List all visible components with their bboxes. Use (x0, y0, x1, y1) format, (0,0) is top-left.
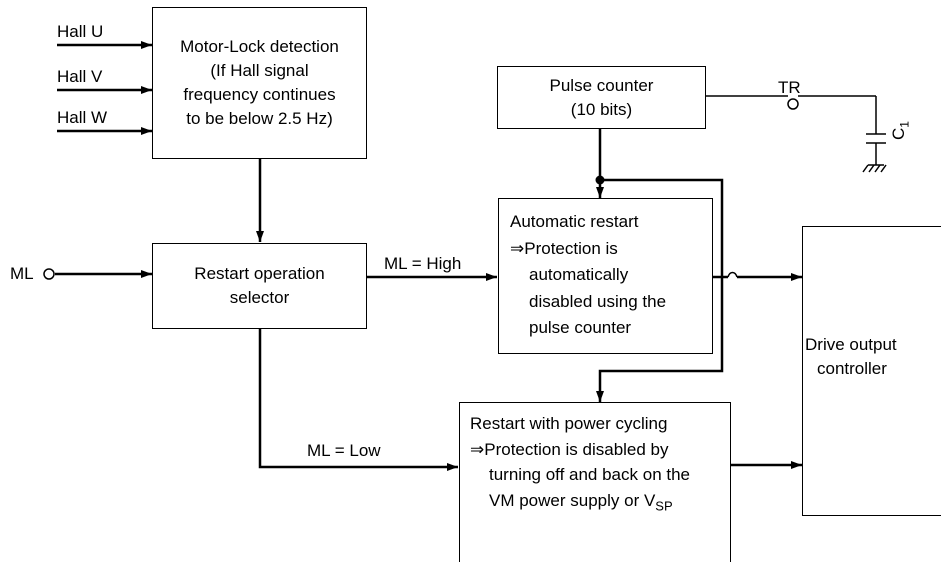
drive-line-1: Drive output (805, 335, 897, 354)
ml-terminal (43, 268, 55, 280)
ml-low-label: ML = Low (307, 441, 381, 460)
pulse-counter-line-2: (10 bits) (570, 99, 633, 119)
auto-restart-line-5: pulse counter (529, 318, 632, 337)
pulse-counter-line-1: Pulse counter (549, 75, 654, 95)
power-restart-line-2: ⇒Protection is disabled by (470, 439, 669, 459)
auto-restart-box: Automatic restart ⇒Protection is automat… (498, 198, 713, 354)
ml-label: ML (10, 264, 34, 283)
motor-lock-line-3: frequency continues (183, 85, 336, 104)
motor-lock-line-4: to be below 2.5 Hz) (186, 109, 333, 128)
hall-v-label: Hall V (57, 67, 103, 86)
c1-main: C (889, 127, 908, 140)
ml-low-arrow (258, 328, 458, 471)
power-restart-box: Restart with power cycling ⇒Protection i… (459, 402, 731, 562)
auto-restart-line-2: ⇒Protection is (510, 238, 618, 258)
motor-lock-line-2: (If Hall signal (210, 61, 309, 80)
crossover-hop (721, 269, 738, 285)
ml-high-label: ML = High (384, 254, 462, 273)
drive-line-2: controller (817, 359, 887, 378)
junction-dot (595, 175, 605, 185)
power-restart-line-3: turning off and back on the (489, 465, 691, 484)
selector-box: Restart operation selector (152, 243, 367, 329)
hall-w-label: Hall W (57, 108, 108, 127)
c1-label: C1 (889, 121, 914, 140)
pulse-counter-box: Pulse counter (10 bits) (497, 66, 706, 129)
motor-lock-box: Motor-Lock detection (If Hall signal fre… (152, 7, 367, 159)
selector-line-1: Restart operation (194, 264, 325, 283)
power-restart-line-4: VM power supply or VSP (470, 488, 730, 519)
tr-label: TR (778, 78, 801, 97)
power-restart-line-4-main: VM power supply or V (489, 490, 656, 510)
auto-restart-line-4: disabled using the (529, 291, 667, 311)
drive-output-box: Drive output controller (802, 226, 941, 516)
motor-lock-line-1: Motor-Lock detection (180, 37, 339, 56)
selector-line-2: selector (229, 288, 290, 307)
bypass-wire (596, 178, 724, 402)
c1-sub: 1 (897, 121, 912, 128)
auto-restart-line-3: automatically (529, 265, 629, 284)
wiring-diagram (43, 41, 887, 471)
power-restart-title: Restart with power cycling (470, 414, 668, 433)
auto-restart-title: Automatic restart (510, 212, 639, 231)
tr-terminal (787, 98, 799, 110)
power-restart-line-4-sub: SP (655, 497, 673, 513)
hall-u-label: Hall U (57, 22, 104, 41)
